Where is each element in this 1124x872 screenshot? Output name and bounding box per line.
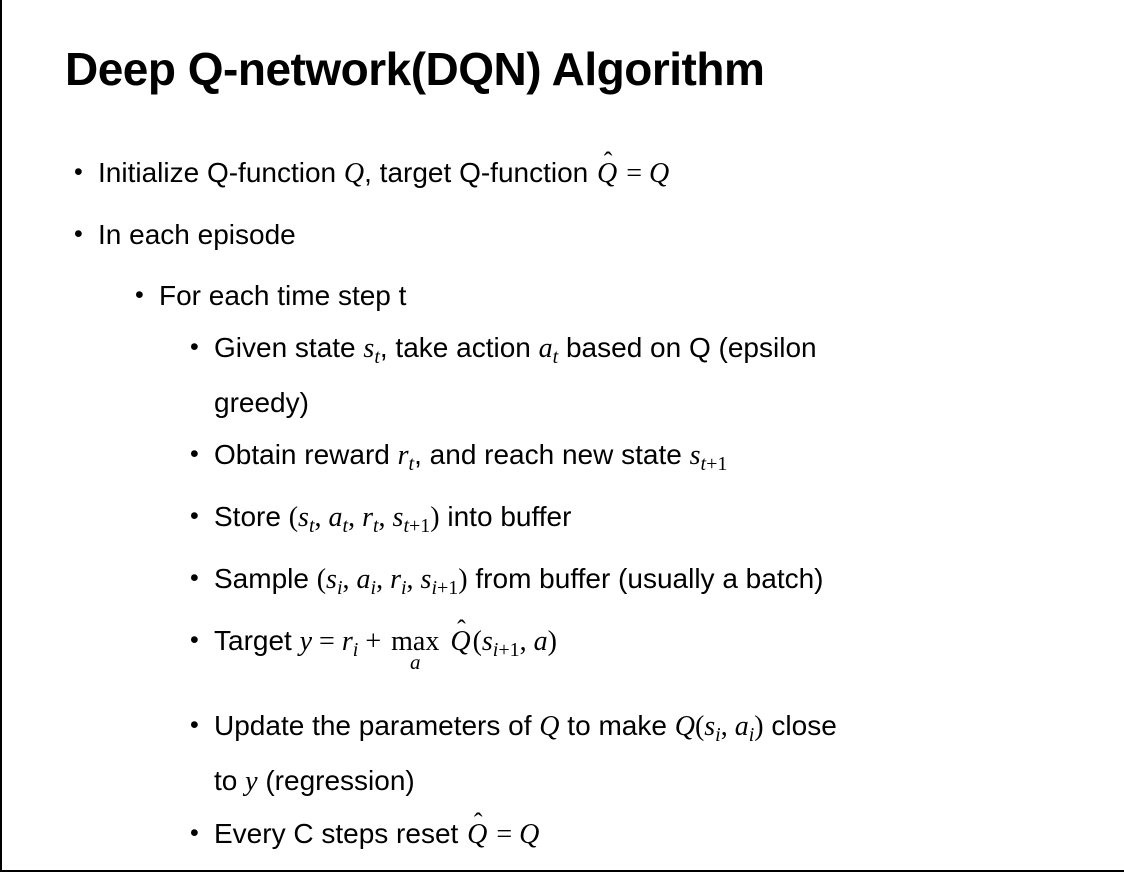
bullet-item: • Obtain reward rt, and reach new state s… xyxy=(2,432,1042,487)
bullet-dot: • xyxy=(190,440,199,468)
bullet-text: Update the parameters of Q to make Q(si,… xyxy=(214,710,837,797)
slide-title: Deep Q-network(DQN) Algorithm xyxy=(65,43,765,95)
bullet-item: • In each episode xyxy=(2,212,1042,257)
bullet-dot: • xyxy=(190,626,199,654)
bullet-text: Store (st, at, rt, st+1) into buffer xyxy=(214,501,572,537)
bullet-text: For each time step t xyxy=(159,280,407,311)
bullet-dot: • xyxy=(190,564,199,592)
bullet-dot: • xyxy=(190,711,199,739)
bullet-dot: • xyxy=(190,502,199,530)
bullet-item: • Update the parameters of Q to make Q(si… xyxy=(2,703,1042,804)
bullet-text: Sample (si, ai, ri, si+1) from buffer (u… xyxy=(214,563,824,599)
bullet-item: • Store (st, at, rt, st+1) into buffer xyxy=(2,494,1042,549)
hat-accent: ˆ xyxy=(457,615,466,644)
bullet-dot: • xyxy=(190,333,199,361)
bullet-text: Initialize Q-function Q, target Q-functi… xyxy=(98,147,670,190)
bullet-text: Obtain reward rt, and reach new state st… xyxy=(214,439,728,475)
bullet-text: Given state st, take action at based on … xyxy=(214,332,817,418)
bullet-dot: • xyxy=(74,220,83,248)
bullet-dot: • xyxy=(74,158,83,186)
bullet-text: In each episode xyxy=(98,219,296,250)
bullet-item: • For each time step t xyxy=(2,273,1042,318)
bullet-item: • Given state st, take action at based on… xyxy=(2,325,1042,425)
bullet-dot: • xyxy=(190,819,199,847)
hat-accent: ˆ xyxy=(603,147,613,176)
bullet-item: • Sample (si, ai, ri, si+1) from buffer (… xyxy=(2,556,1042,611)
bullet-item: • Initialize Q-function Q, target Q-funct… xyxy=(2,147,1042,196)
bullet-list: • Initialize Q-function Q, target Q-funct… xyxy=(2,147,1042,864)
hat-accent: ˆ xyxy=(473,808,483,837)
bullet-dot: • xyxy=(135,281,144,309)
